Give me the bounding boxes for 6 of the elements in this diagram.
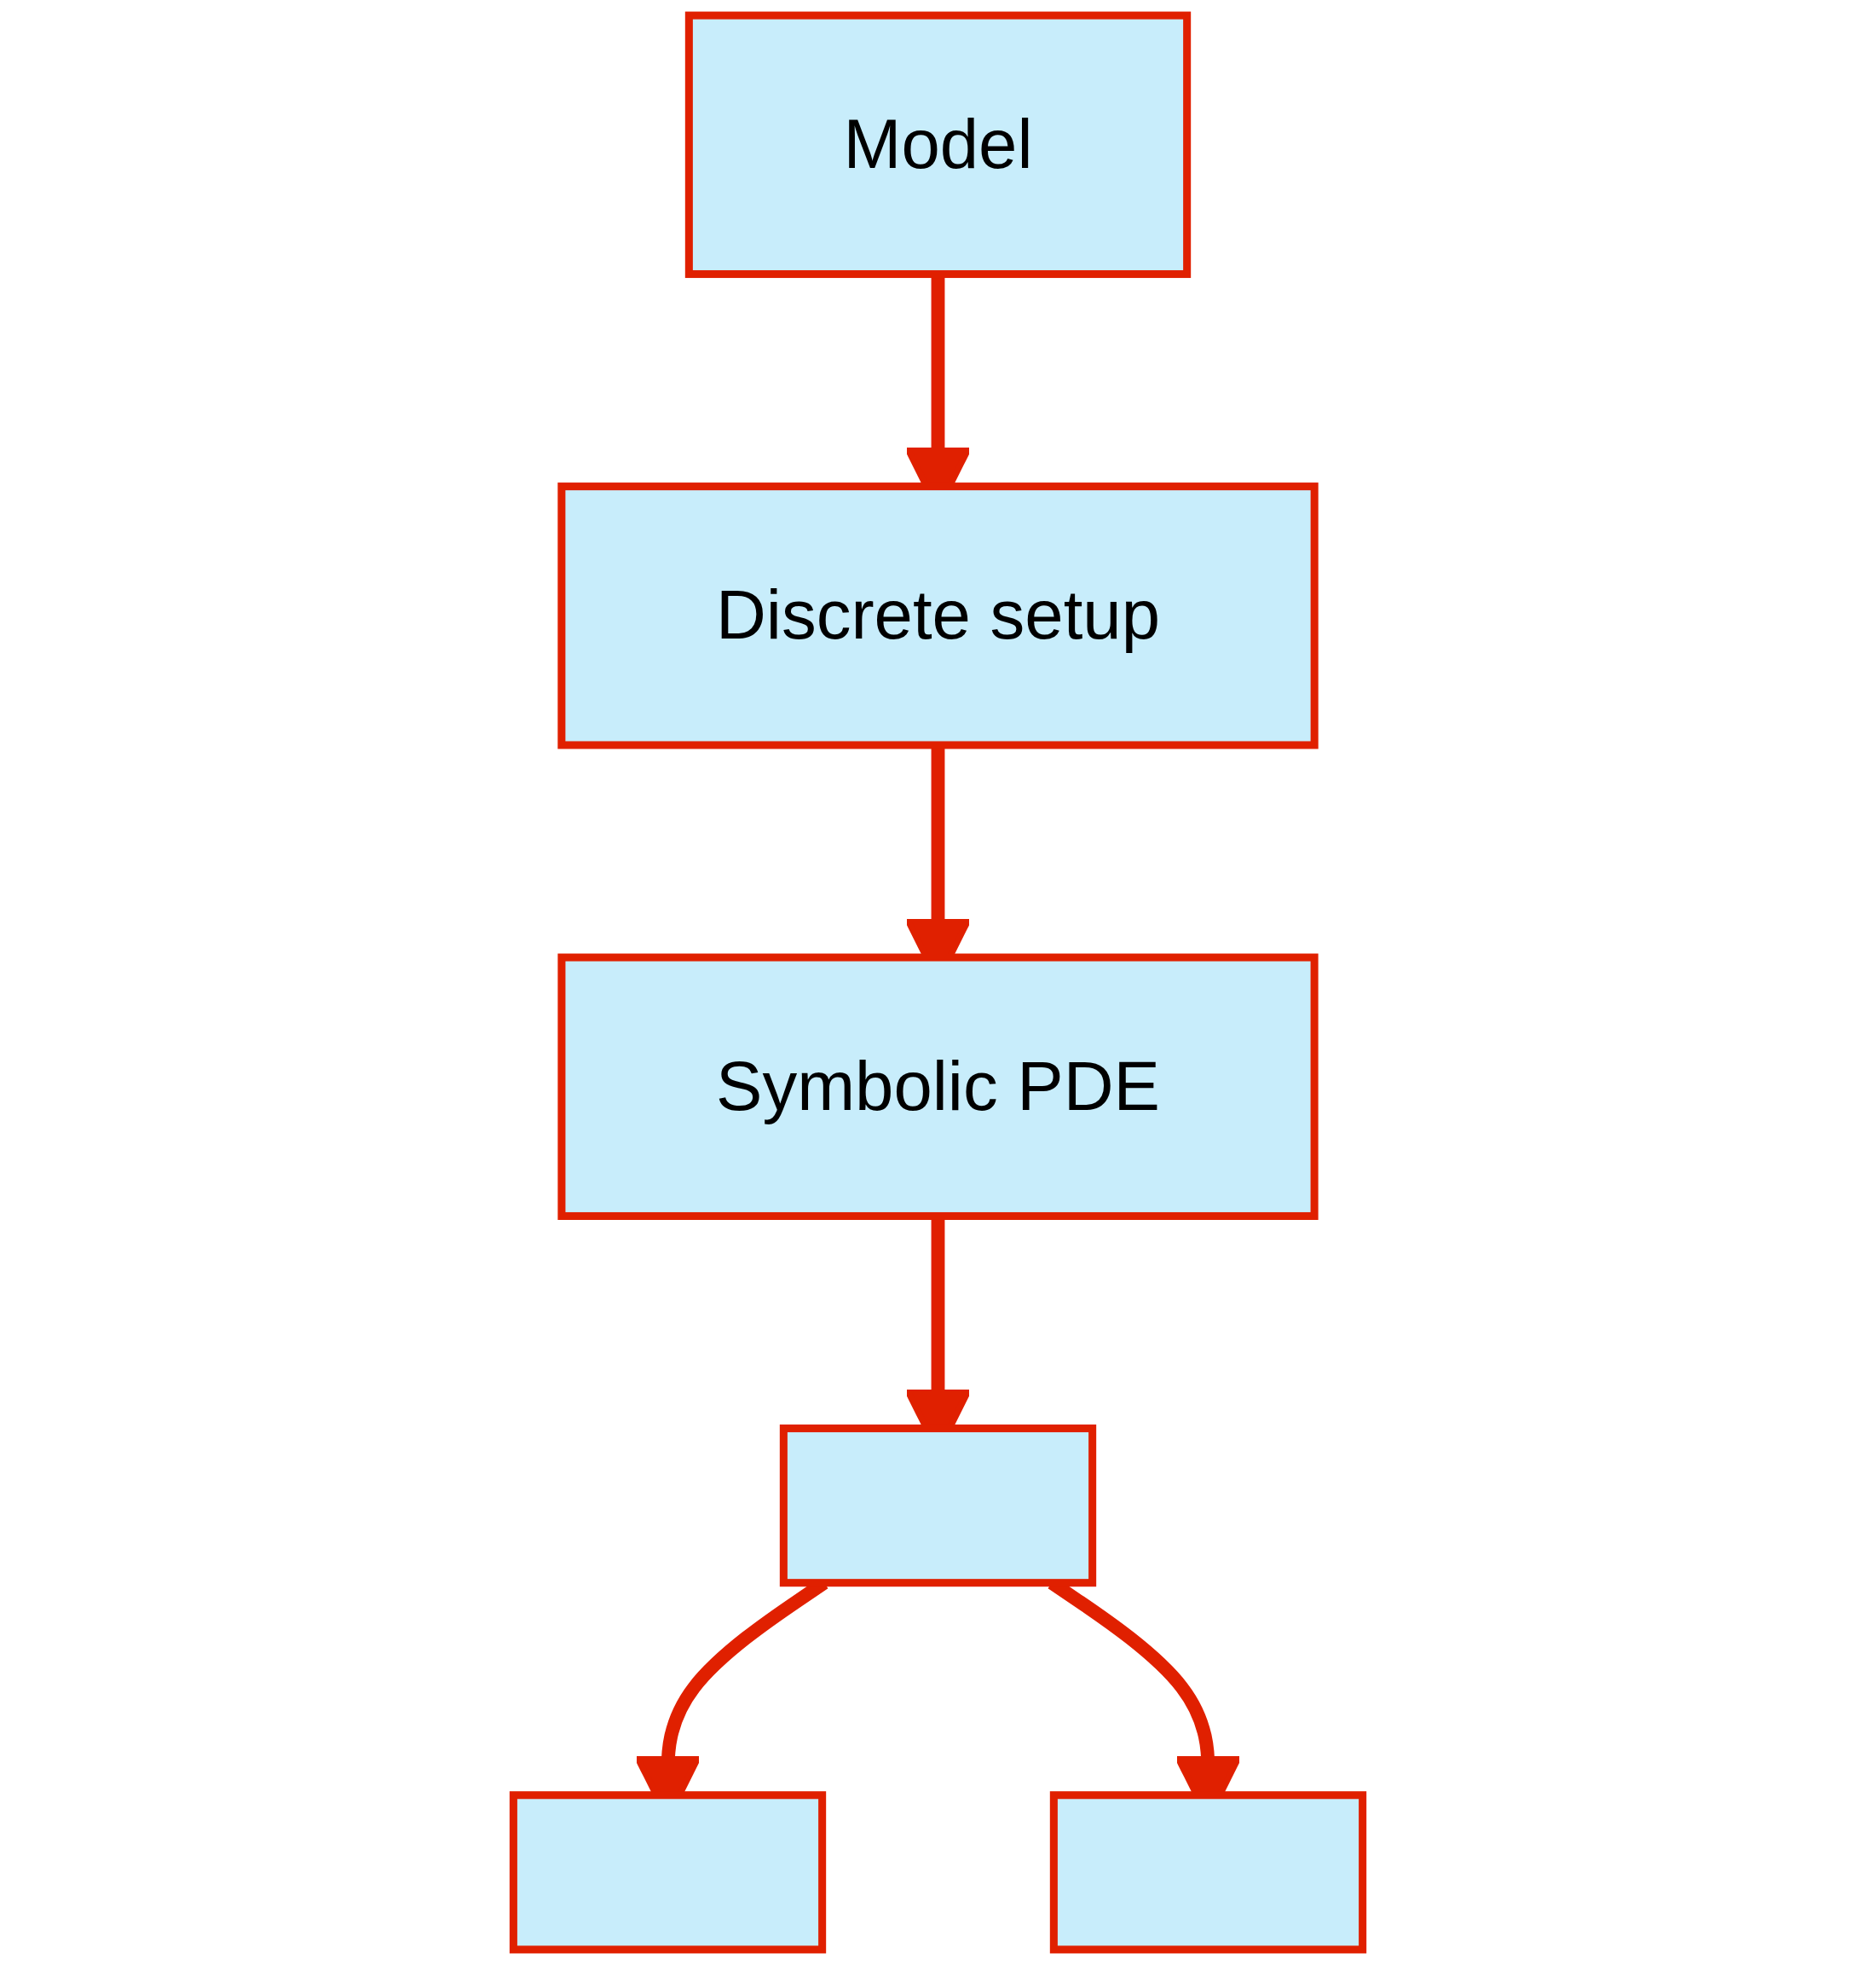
node-box: Symbolic PDE — [557, 953, 1319, 1220]
node-box: Discrete setup — [557, 483, 1319, 749]
node-box — [779, 1425, 1097, 1587]
node-box — [509, 1791, 827, 1954]
node-box — [1049, 1791, 1367, 1954]
node-box: Model — [684, 11, 1192, 279]
